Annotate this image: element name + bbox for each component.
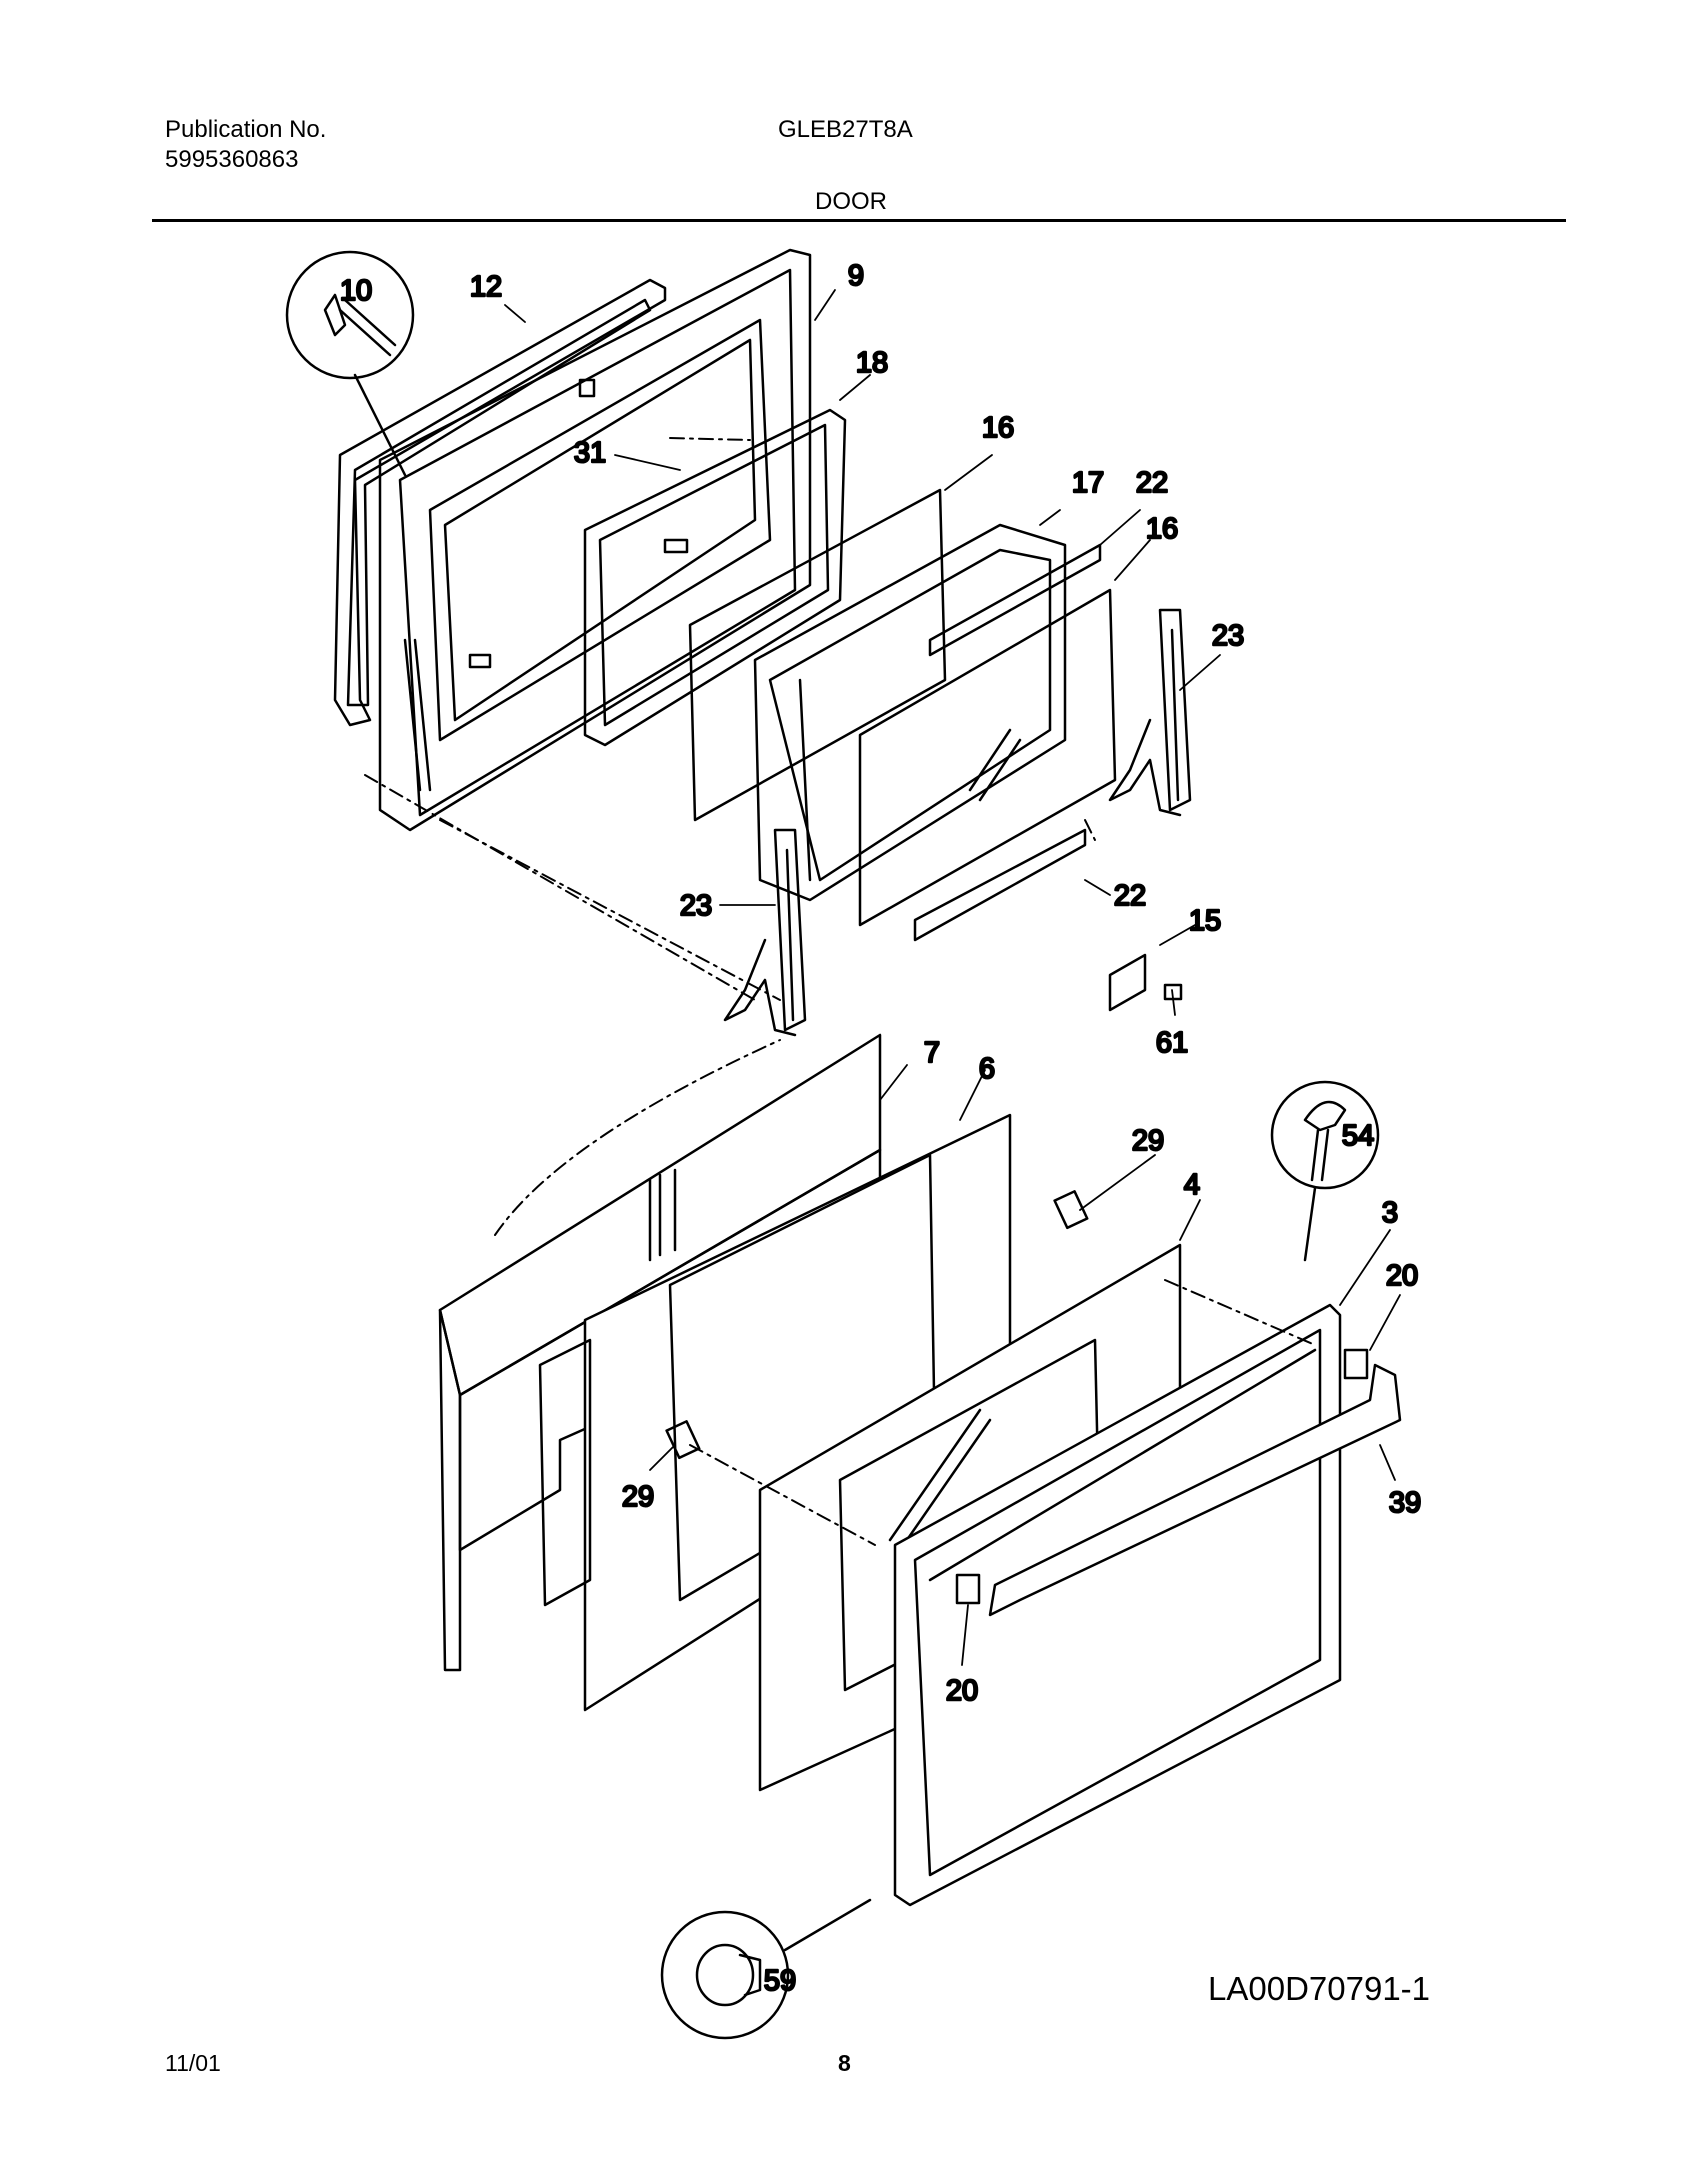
- assembly-line: [494, 1039, 1316, 1546]
- plug-detail: [660, 1898, 872, 2040]
- glass-glare-line: [978, 738, 1022, 802]
- inner-door-panel: [378, 248, 812, 832]
- callout-29-lower: 29: [622, 1481, 654, 1513]
- screw-detail: [1270, 1080, 1380, 1262]
- assembly-line: [364, 437, 1096, 1001]
- door-glass-inner: [688, 488, 947, 822]
- glass-spacer: [665, 1420, 701, 1460]
- callout-9: 9: [848, 260, 864, 292]
- door-hinge-left: [723, 828, 807, 1037]
- callout-59: 59: [764, 1965, 796, 1997]
- section-title: DOOR: [815, 188, 887, 215]
- outer-door-frame: [893, 1303, 1342, 1907]
- callout-23-left: 23: [680, 890, 712, 922]
- handle-mount: [955, 1573, 981, 1605]
- door-bracket: [1108, 953, 1147, 1012]
- callout-39: 39: [1389, 1487, 1421, 1519]
- publication-number: 5995360863: [165, 146, 299, 173]
- drawing-id: LA00D70791-1: [1208, 1970, 1431, 2007]
- callout-20-right: 20: [1386, 1260, 1418, 1292]
- door-glass-outer: [858, 588, 1117, 927]
- callout-20-left: 20: [946, 1675, 978, 1707]
- screw-detail: [285, 250, 415, 477]
- callout-7: 7: [924, 1037, 940, 1069]
- glass-glare-line: [968, 728, 1012, 792]
- door-gasket: [333, 278, 667, 727]
- callout-12: 12: [470, 271, 502, 303]
- door-insulation-wrapper: [753, 523, 1067, 902]
- oven-baffle: [583, 408, 847, 747]
- door-hinge-right: [1108, 608, 1192, 817]
- callout-22-lower: 22: [1114, 880, 1146, 912]
- callout-23-right: 23: [1212, 620, 1244, 652]
- leader-line: [504, 289, 1401, 1666]
- header-rule: [152, 219, 1566, 222]
- handle-mount: [1343, 1348, 1369, 1380]
- callout-31: 31: [574, 437, 606, 469]
- glass-channel-top: [928, 543, 1102, 657]
- door-handle: [988, 1363, 1402, 1617]
- callout-17: 17: [1072, 467, 1104, 499]
- callout-16-upper: 16: [982, 412, 1014, 444]
- callout-18: 18: [856, 347, 888, 379]
- glass-channel-bottom: [913, 828, 1087, 942]
- publication-date: 11/01: [165, 2050, 221, 2076]
- callout-3: 3: [1382, 1197, 1398, 1229]
- callout-6: 6: [979, 1053, 995, 1085]
- callout-61: 61: [1156, 1027, 1188, 1059]
- callout-29-upper: 29: [1132, 1125, 1164, 1157]
- glass-spacer: [1053, 1190, 1089, 1230]
- callout-22-upper: 22: [1136, 467, 1168, 499]
- callout-16-lower: 16: [1146, 513, 1178, 545]
- publication-label: Publication No.: [165, 116, 327, 143]
- model-number: GLEB27T8A: [778, 116, 913, 143]
- callout-15: 15: [1189, 905, 1221, 937]
- callout-54: 54: [1342, 1120, 1374, 1152]
- page-number: 8: [838, 2050, 851, 2076]
- callout-4: 4: [1184, 1169, 1200, 1201]
- callout-10: 10: [340, 275, 372, 307]
